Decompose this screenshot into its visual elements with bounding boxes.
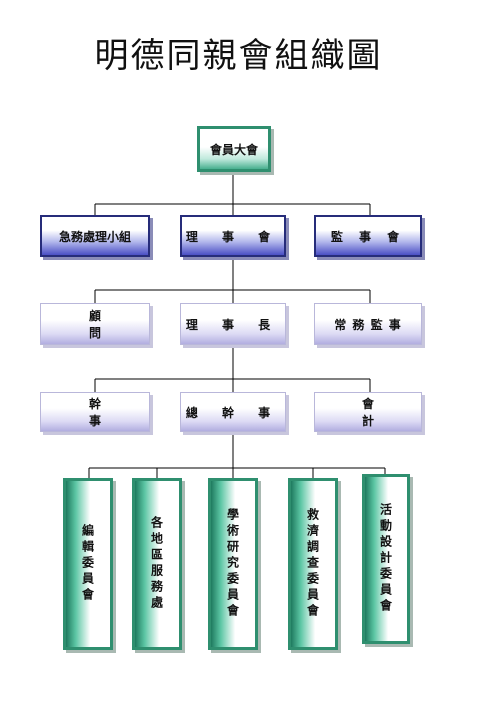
node-label: 理 事 會 <box>185 229 281 244</box>
node-label: 幹 事 <box>89 397 158 428</box>
node-label: 顧 問 <box>89 309 162 340</box>
node-label: 常 務 監 事 <box>334 317 402 332</box>
node-label: 監 事 會 <box>330 229 406 244</box>
node-label: 理 事 長 <box>185 317 281 332</box>
node-regional-service-office: 各地區服務處 <box>132 478 182 650</box>
node-label: 會員大會 <box>209 142 258 157</box>
node-label: 編輯委員會 <box>80 524 95 604</box>
node-label: 各地區服務處 <box>149 516 164 612</box>
node-label: 會 計 <box>362 397 423 428</box>
node-activity-committee: 活動設計委員會 <box>362 474 410 644</box>
chart-title: 明德同親會組織圖 <box>94 36 383 76</box>
node-label: 救濟調查委員會 <box>305 508 320 620</box>
node-label: 學術研究委員會 <box>225 508 240 620</box>
node-label: 總 幹 事 <box>185 405 281 420</box>
node-advisor: 顧 問 <box>40 303 150 345</box>
node-council: 理 事 會 <box>180 215 286 257</box>
node-chief-officer: 總 幹 事 <box>180 392 286 432</box>
node-editorial-committee: 編輯委員會 <box>63 478 113 650</box>
node-label: 活動設計委員會 <box>378 503 393 615</box>
node-label: 急務處理小組 <box>58 229 131 244</box>
node-academic-committee: 學術研究委員會 <box>208 478 258 650</box>
node-relief-committee: 救濟調查委員會 <box>288 478 338 650</box>
node-officer: 幹 事 <box>40 392 150 432</box>
node-standing-supervisor: 常 務 監 事 <box>314 303 422 345</box>
node-accountant: 會 計 <box>314 392 422 432</box>
node-chairman: 理 事 長 <box>180 303 286 345</box>
node-supervisors: 監 事 會 <box>314 215 422 257</box>
node-emergency-team: 急務處理小組 <box>40 215 150 257</box>
node-assembly: 會員大會 <box>197 126 271 172</box>
